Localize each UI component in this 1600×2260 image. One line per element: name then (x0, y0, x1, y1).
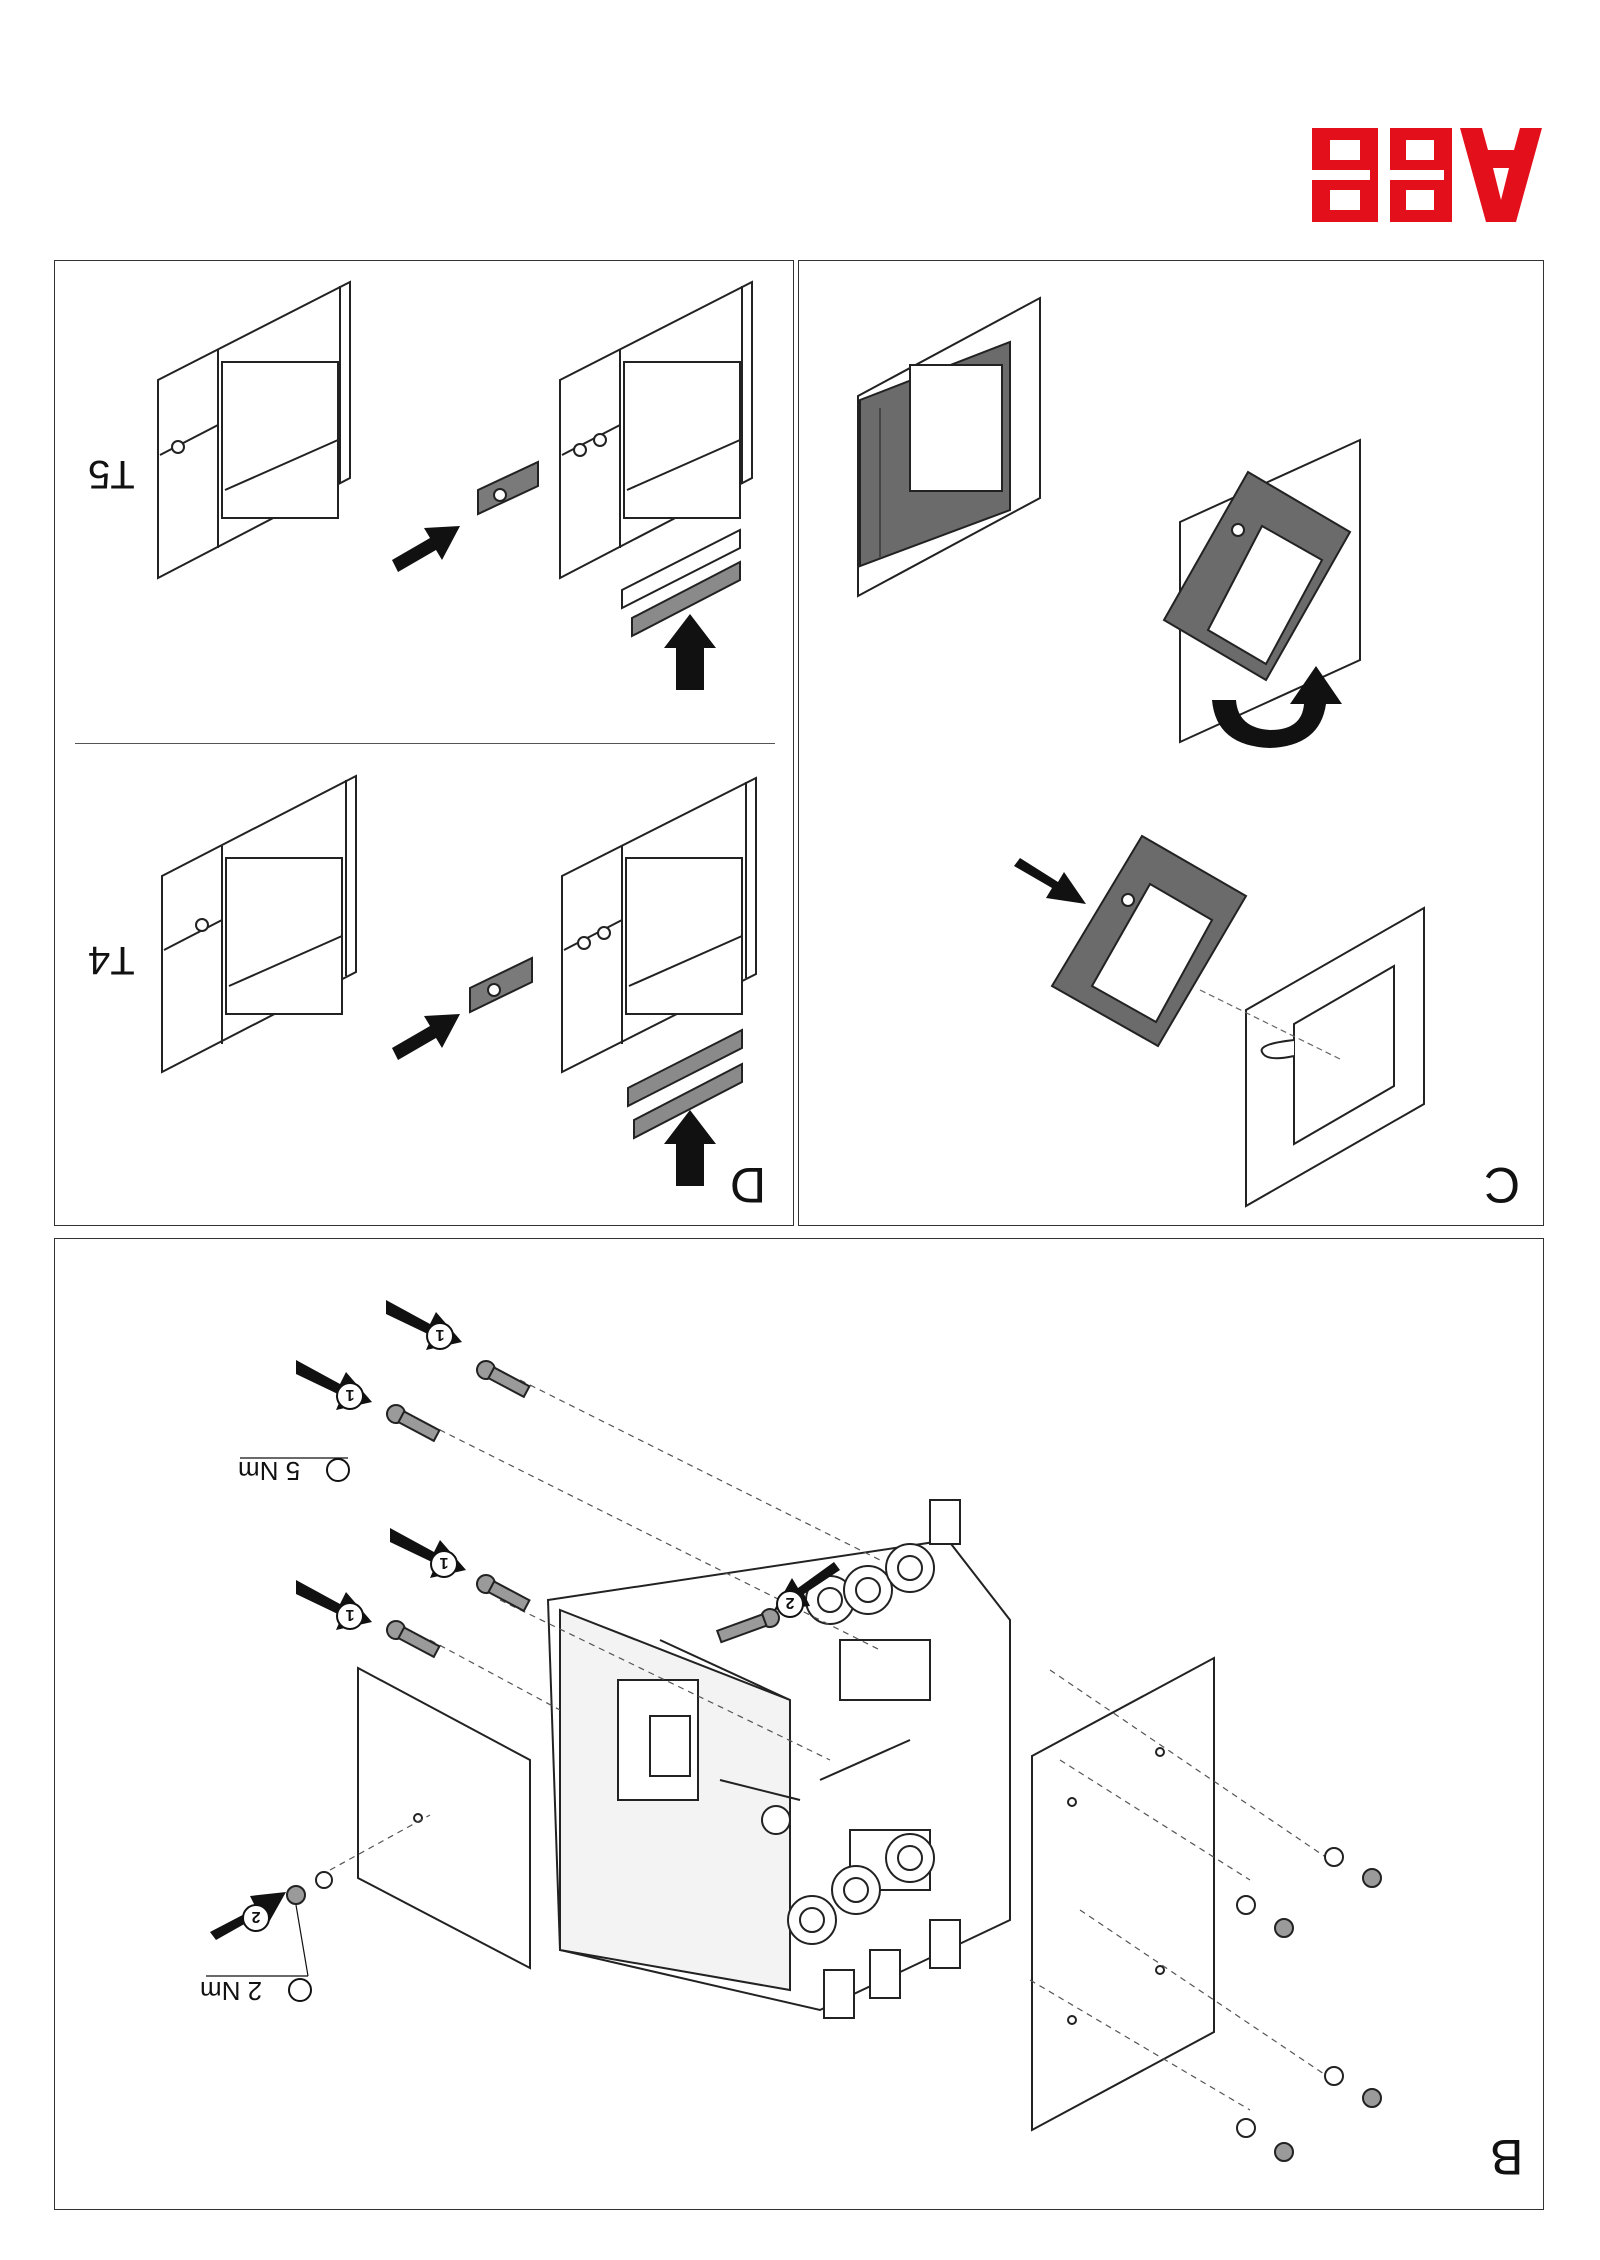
step-marker-2a: 2 (785, 1594, 794, 1611)
panel-d-letter-text: D (730, 1157, 767, 1213)
b-guide-lines (329, 1379, 1331, 2111)
step-marker-1d: 1 (345, 1606, 354, 1623)
b-barrier-right (1031, 1656, 1215, 2132)
b-screws (386, 1360, 780, 1659)
c-frame-rotating (1162, 438, 1361, 744)
d-t4-breaker-right (561, 776, 757, 1074)
d-t4-breaker-left (161, 774, 357, 1074)
abb-logo (1312, 128, 1542, 222)
d-t5-cover-plate (477, 460, 741, 638)
c-frame-insert (1050, 834, 1248, 1048)
b-barrier-left (357, 1666, 531, 1970)
step-marker-1a: 1 (435, 1326, 444, 1343)
step-marker-1b: 1 (345, 1386, 354, 1403)
torque-label-2nm: 2 Nm (200, 1976, 263, 2006)
panel-b-letter: B (1490, 2129, 1524, 2185)
b-step-marker-labels: 1 1 1 1 2 2 (251, 1326, 794, 1925)
d-t4-cover-plate (469, 956, 743, 1140)
d-t5-breaker-left (157, 280, 351, 580)
c-rotate-arrow (1212, 666, 1342, 748)
b-breaker-body (546, 1499, 1011, 2019)
d-t5-arrow-up (664, 614, 716, 690)
panel-c-letter-text: C (1484, 1157, 1521, 1213)
d-t4-arrow-right (392, 1014, 460, 1060)
d-t4-arrow-up (664, 1110, 716, 1186)
b-nuts-washers (286, 1847, 1382, 2162)
torque-label-5nm: 5 Nm (238, 1456, 301, 1486)
step-marker-2b: 2 (251, 1908, 260, 1925)
model-label-t4: T4 (88, 938, 135, 982)
d-t5-breaker-right (559, 280, 753, 580)
c-panel-cutout (1199, 906, 1425, 1208)
model-label-t5: T5 (88, 452, 135, 496)
panel-d-letter: D (730, 1157, 767, 1213)
step-marker-1c: 1 (439, 1554, 448, 1571)
d-t5-arrow-right (392, 526, 460, 572)
panel-c-letter: C (1484, 1157, 1521, 1213)
panel-d-divider (75, 743, 775, 744)
c-panel-frame-top (857, 296, 1041, 598)
c-insert-arrow (1014, 858, 1086, 904)
panel-b-letter-text: B (1490, 2129, 1524, 2185)
torque-wrench-icons (206, 1457, 350, 2002)
b-step-markers (242, 1322, 804, 1932)
